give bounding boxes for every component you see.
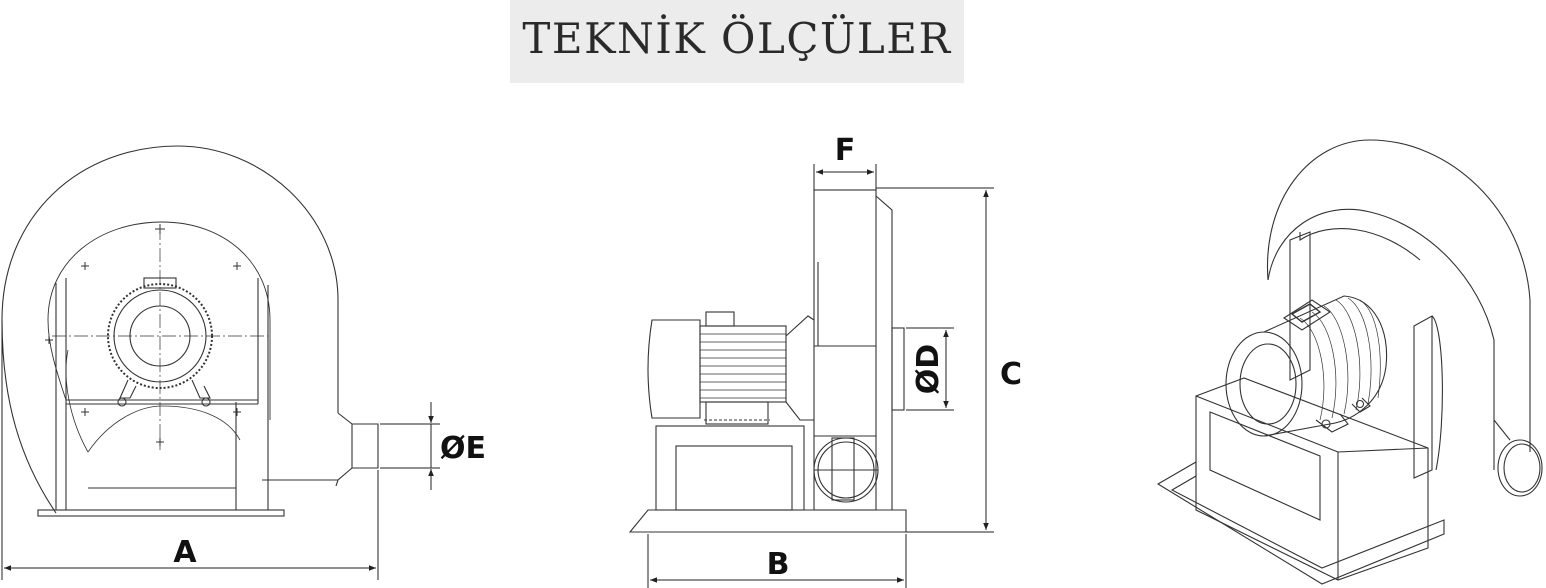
front-volute-housing [1, 145, 339, 514]
isometric-view [1156, 139, 1543, 585]
dimension-e [380, 402, 440, 490]
label-f: F [835, 133, 856, 168]
iso-volute-housing [1266, 139, 1531, 452]
label-e: ØE [440, 431, 486, 466]
front-outlet-duct [335, 412, 379, 487]
iso-outlet [1497, 439, 1543, 497]
dimension-f [813, 164, 877, 190]
front-view [1, 145, 379, 517]
iso-motor-body [1263, 295, 1388, 437]
label-b: B [767, 547, 790, 582]
dimension-c [876, 187, 994, 533]
iso-motor-endcap [1225, 331, 1303, 437]
iso-ground-plate [1156, 461, 1445, 585]
side-motor-stand [655, 425, 805, 511]
side-fan-housing [813, 189, 877, 511]
iso-terminal-box [1282, 299, 1332, 331]
title-box: TEKNİK ÖLÇÜLER [510, 0, 964, 83]
front-volute-inner [47, 221, 271, 420]
page-title: TEKNİK ÖLÇÜLER [522, 14, 952, 63]
iso-base-frame [1195, 377, 1429, 581]
dimension-b [647, 534, 907, 588]
front-base-plate [37, 509, 285, 517]
side-motor-body [647, 319, 701, 419]
label-a: A [173, 535, 197, 570]
label-c: C [1000, 357, 1022, 392]
label-d: ØD [911, 344, 946, 394]
dimension-d [906, 327, 954, 411]
dimension-a [1, 320, 379, 580]
side-view [628, 189, 907, 533]
side-motor-fins [699, 325, 787, 403]
side-base-plate [628, 509, 907, 533]
